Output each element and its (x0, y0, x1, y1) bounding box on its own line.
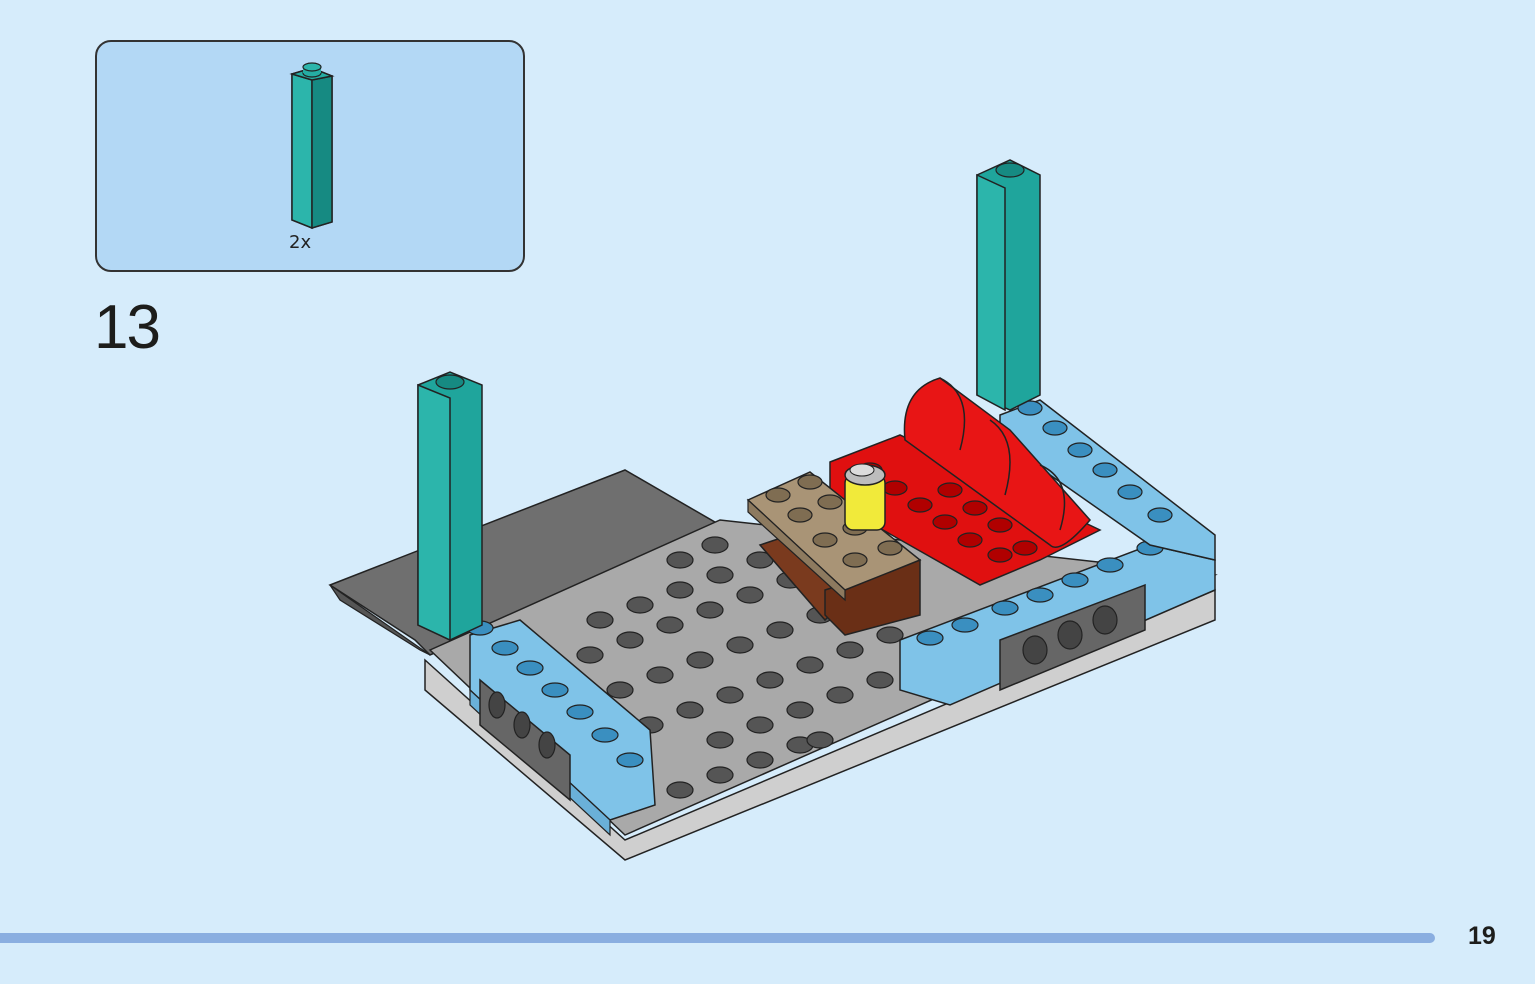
progress-bar (0, 933, 1435, 943)
part-quantity: 2x (289, 232, 312, 253)
page-number: 19 (1468, 922, 1496, 950)
parts-callout: 2x (95, 40, 525, 272)
teal-brick-1x1x5-icon (289, 62, 335, 230)
model-illustration (328, 159, 1218, 861)
step-number: 13 (94, 293, 161, 362)
base-plate-side (424, 588, 1216, 861)
